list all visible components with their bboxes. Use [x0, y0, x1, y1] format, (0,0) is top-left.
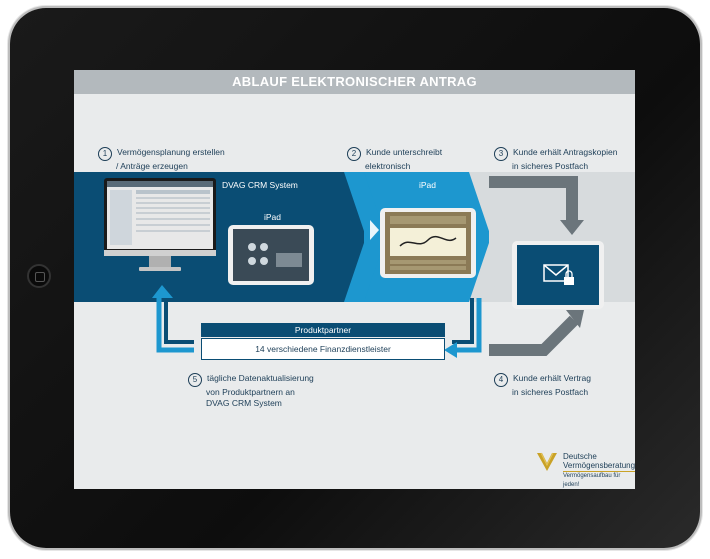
- ipad-mid-label: iPad: [419, 180, 437, 190]
- step-4-line1: Kunde erhält Vertrag: [513, 373, 591, 383]
- ipad-signature-icon: [380, 208, 476, 278]
- flow-arrows: [152, 172, 584, 358]
- step-number-5: 5: [188, 373, 202, 387]
- produktpartner-body: 14 verschiedene Finanzdienstleister: [201, 338, 445, 360]
- step-number-3: 3: [494, 147, 508, 161]
- page-title: ABLAUF ELEKTRONISCHER ANTRAG: [74, 70, 635, 94]
- logo-line1: Deutsche: [563, 452, 597, 461]
- step-2: 2 Kunde unterschreibt elektronisch: [347, 147, 442, 172]
- ipad-left-icon: [228, 225, 314, 285]
- step-5-line3: DVAG CRM System: [206, 398, 282, 408]
- step-2-line1: Kunde unterschreibt: [366, 147, 443, 157]
- step-5-line2: von Produktpartnern an: [206, 387, 295, 397]
- crm-label: DVAG CRM System: [222, 180, 298, 190]
- step-number-2: 2: [347, 147, 361, 161]
- desktop-monitor-icon: [104, 178, 216, 271]
- step-1-line1: Vermögensplanung erstellen: [117, 147, 225, 157]
- step-2-line2: elektronisch: [365, 161, 411, 171]
- step-3: 3 Kunde erhält Antragskopien in sicheres …: [494, 147, 617, 172]
- step-1-line2: / Anträge erzeugen: [116, 161, 188, 171]
- ipad-left-label: iPad: [264, 212, 282, 222]
- step-3-line1: Kunde erhält Antragskopien: [513, 147, 618, 157]
- step-4-line2: in sicheres Postfach: [512, 387, 589, 397]
- step-5: 5 tägliche Datenaktualisierung von Produk…: [188, 373, 314, 409]
- step-number-1: 1: [98, 147, 112, 161]
- dvag-logo-icon: [537, 452, 557, 471]
- step-1: 1 Vermögensplanung erstellen / Anträge er…: [98, 147, 225, 172]
- ipad-mailbox-icon: [512, 241, 604, 309]
- home-button[interactable]: [27, 264, 51, 288]
- logo-text: Deutsche Vermögensberatung Vermögensaufb…: [563, 452, 635, 489]
- step-3-line2: in sicheres Postfach: [512, 161, 589, 171]
- step-4: 4 Kunde erhält Vertrag in sicheres Postfa…: [494, 373, 591, 398]
- step-5-line1: tägliche Datenaktualisierung: [207, 373, 314, 383]
- logo-tagline: Vermögensaufbau für jeden!: [563, 471, 635, 489]
- produktpartner-header: Produktpartner: [201, 323, 445, 337]
- tablet-screen: ABLAUF ELEKTRONISCHER ANTRAG 1 Vermögensp…: [74, 70, 635, 489]
- logo-line2: Vermögensberatung: [563, 461, 635, 470]
- step-number-4: 4: [494, 373, 508, 387]
